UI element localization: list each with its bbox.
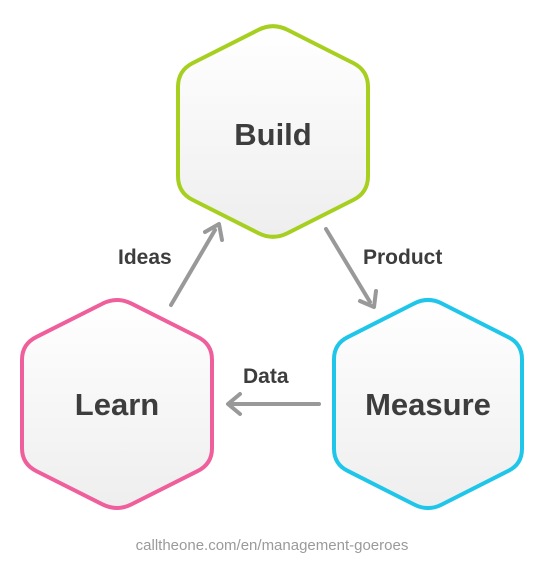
ideas-label: Ideas (118, 246, 172, 269)
measure-hexagon (332, 297, 524, 511)
learn-node: Learn (20, 298, 214, 510)
build-label: Build (234, 117, 312, 152)
ideas-arrow-head (203, 222, 224, 242)
ideas-arrow (169, 222, 224, 307)
data-arrow (226, 392, 321, 416)
data-arrow-head (226, 392, 242, 416)
build-hexagon (176, 24, 370, 239)
product-arrow-shaft (324, 227, 372, 304)
product-arrow (324, 227, 378, 309)
product-arrow-head (358, 289, 378, 309)
source-credit: calltheone.com/en/management-goeroes (136, 537, 409, 554)
data-label: Data (243, 365, 289, 388)
measure-label: Measure (365, 387, 491, 422)
ideas-arrow-shaft (169, 228, 217, 307)
learn-hexagon (20, 298, 214, 510)
measure-node: Measure (332, 297, 524, 511)
learn-label: Learn (75, 387, 159, 422)
product-label: Product (363, 246, 442, 269)
build-node: Build (176, 24, 370, 239)
